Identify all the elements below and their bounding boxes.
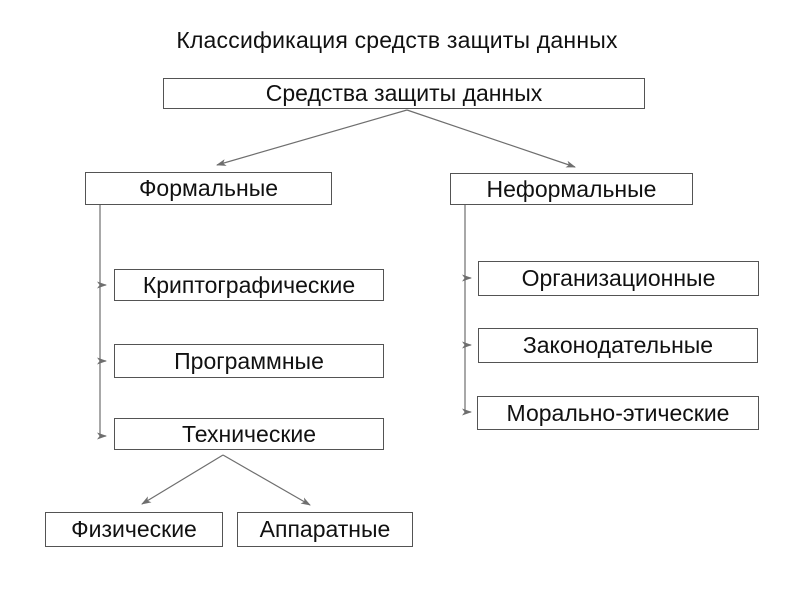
node-informal-label: Неформальные [486,175,657,202]
node-cryptographic-label: Криптографические [142,271,356,298]
node-formal: Формальные [85,172,332,205]
node-technical: Технические [114,418,384,450]
node-organizational-label: Организационные [521,265,716,291]
node-formal-label: Формальные [138,175,279,201]
node-physical: Физические [45,512,223,547]
node-root-label: Средства защиты данных [265,80,543,106]
node-legislative: Законодательные [478,328,758,363]
node-cryptographic: Криптографические [114,269,384,301]
node-hardware-label: Аппаратные [259,516,391,542]
node-root: Средства защиты данных [163,78,645,109]
node-software-label: Программные [174,347,324,374]
node-legislative-label: Законодательные [522,332,714,358]
node-hardware: Аппаратные [237,512,413,547]
node-organizational: Организационные [478,261,759,296]
node-moral-ethical-label: Морально-этические [506,399,730,426]
node-software: Программные [114,344,384,378]
node-moral-ethical: Морально-этические [477,396,759,430]
slide-title: Классификация средств защиты данных [176,27,618,53]
node-informal: Неформальные [450,173,693,205]
node-physical-label: Физические [71,516,197,542]
node-technical-label: Технические [181,420,317,447]
